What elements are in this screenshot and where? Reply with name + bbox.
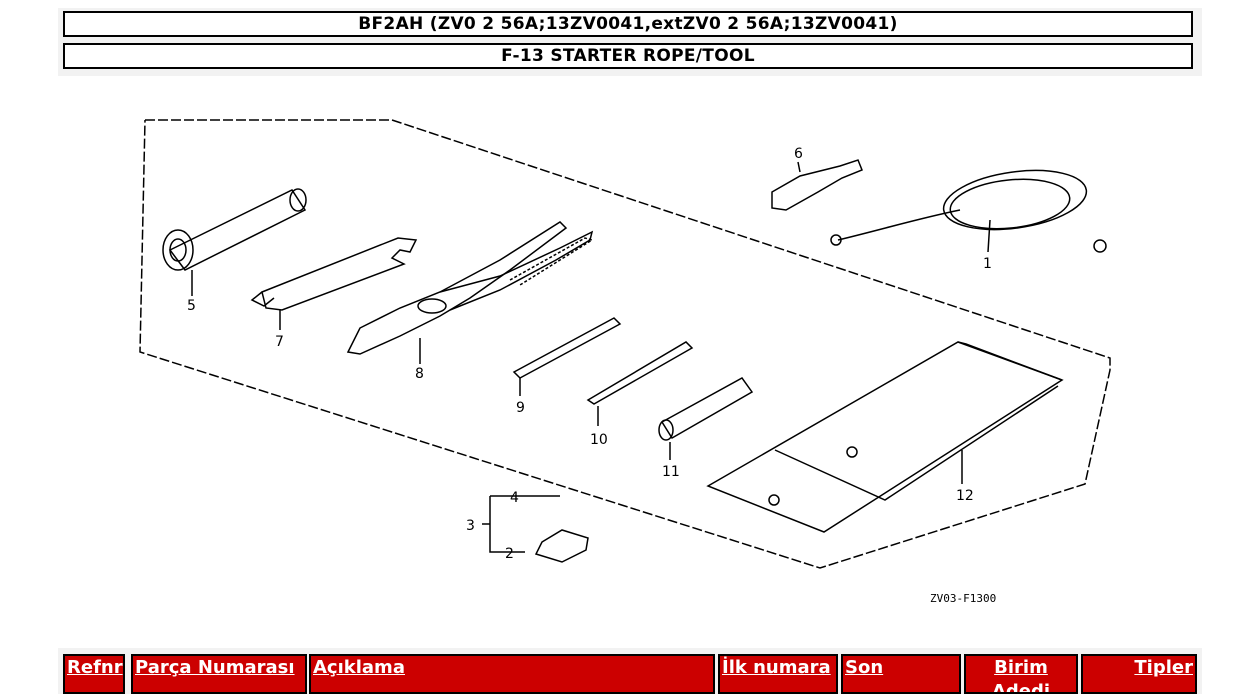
screwdriver-10-part [586, 341, 694, 426]
callout-2: 2 [505, 546, 514, 562]
header-panel: BF2AH (ZV0 2 56A;13ZV0041,extZV0 2 56A;1… [58, 8, 1202, 76]
col-first-number[interactable]: İlk numara [718, 654, 838, 694]
col-refnr[interactable]: Refnr [63, 654, 125, 694]
handle-part [658, 377, 754, 460]
clip-part [482, 495, 589, 563]
callout-10: 10 [590, 432, 608, 448]
col-description[interactable]: Açıklama [309, 654, 715, 694]
pliers-part [346, 221, 594, 364]
model-title: BF2AH (ZV0 2 56A;13ZV0041,extZV0 2 56A;1… [63, 11, 1193, 37]
diagram-code: ZV03-F1300 [930, 592, 996, 605]
box-wrench-part [162, 188, 307, 296]
callout-12: 12 [956, 488, 974, 504]
col-types[interactable]: Tipler [1081, 654, 1197, 694]
callout-5: 5 [187, 298, 196, 314]
parts-diagram: 1 2 3 4 5 6 7 8 9 10 11 12 ZV03-F1300 [139, 119, 1111, 605]
col-part-number[interactable]: Parça Numarası [131, 654, 307, 694]
section-title: F-13 STARTER ROPE/TOOL [63, 43, 1193, 69]
callout-7: 7 [275, 334, 284, 350]
toolbag-outline [139, 119, 1111, 569]
spark-plug-part [771, 159, 863, 211]
col-unit-qty[interactable]: Birim Adedi [964, 654, 1078, 694]
callout-3: 3 [466, 518, 475, 534]
open-wrench-part [250, 237, 418, 330]
tool-bag-part [706, 341, 1064, 533]
callout-11: 11 [662, 464, 680, 480]
callout-6: 6 [794, 146, 803, 162]
starter-rope-part [830, 169, 1107, 253]
callout-8: 8 [415, 366, 424, 382]
callout-9: 9 [516, 400, 525, 416]
callout-4: 4 [510, 490, 519, 506]
parts-table-header: Refnr Parça Numarası Açıklama İlk numara… [58, 648, 1202, 694]
screwdriver-9-part [512, 317, 622, 396]
callout-1: 1 [983, 256, 992, 272]
col-last[interactable]: Son [841, 654, 961, 694]
